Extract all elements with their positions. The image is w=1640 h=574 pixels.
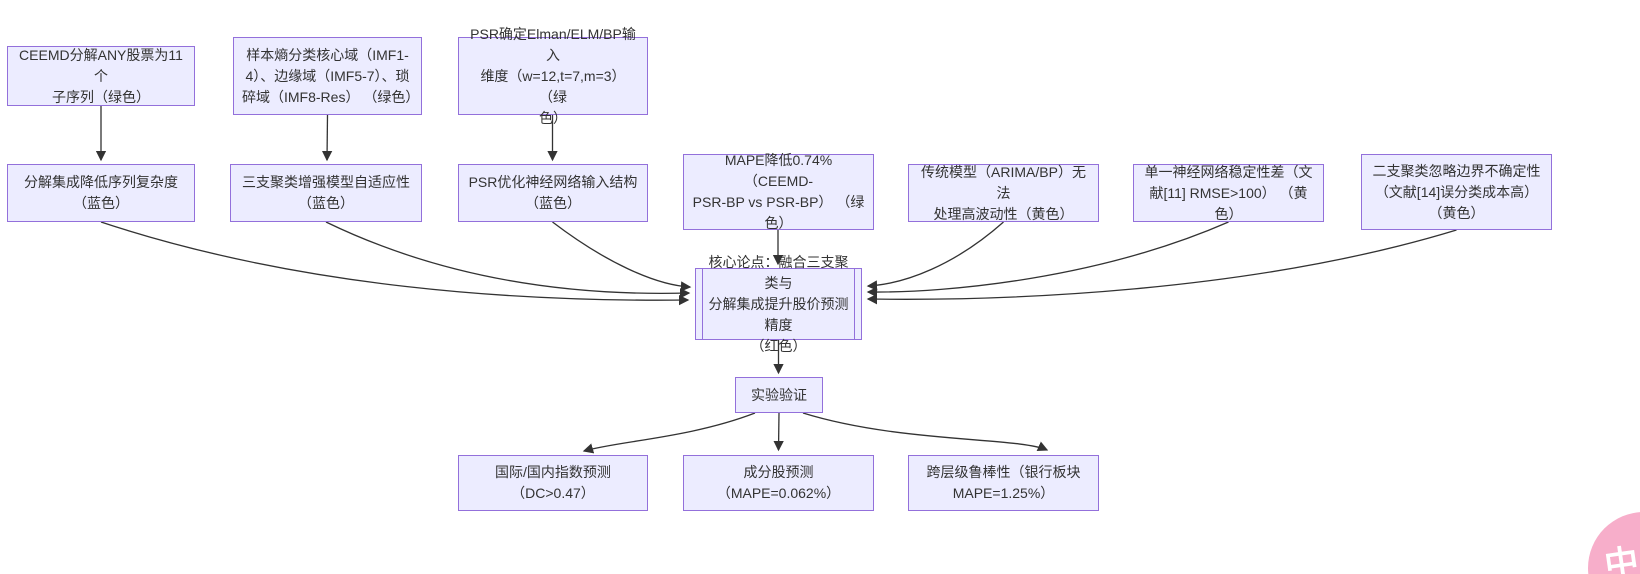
node-three-way-clustering: 三支聚类增强模型自适应性 （蓝色）: [230, 164, 422, 222]
edge-experiment-to-crosslevel: [802, 412, 1049, 452]
node-component-stock: 成分股预测 （MAPE=0.062%）: [683, 455, 874, 511]
edge-ensemble-to-core: [100, 221, 690, 306]
edge-clustering-to-core: [325, 221, 691, 299]
node-ceemd-decompose: CEEMD分解ANY股票为11个 子序列（绿色）: [7, 46, 195, 106]
edge-traditional-to-core: [866, 221, 1004, 291]
watermark-text: 中A: [1602, 538, 1640, 574]
node-psr-optimize: PSR优化神经网络输入结构 （蓝色）: [458, 164, 648, 222]
node-psr-dimension: PSR确定Elman/ELM/BP输入 维度（w=12,t=7,m=3） （绿 …: [458, 26, 648, 126]
node-experiment: 实验验证: [735, 377, 823, 413]
edge-twoway-to-core: [866, 229, 1457, 305]
edge-experiment-to-index: [582, 412, 756, 454]
node-index-prediction: 国际/国内指数预测 （DC>0.47）: [458, 455, 648, 511]
node-cross-level-robust: 跨层级鲁棒性（银行板块 MAPE=1.25%）: [908, 455, 1099, 511]
edge-experiment-to-component: [773, 412, 784, 452]
node-sample-entropy: 样本熵分类核心域（IMF1- 4）、边缘域（IMF5-7）、琐 碎域（IMF8-…: [233, 37, 422, 115]
node-traditional-models: 传统模型（ARIMA/BP）无法 处理高波动性（黄色）: [908, 164, 1099, 222]
node-single-nn: 单一神经网络稳定性差（文 献[11] RMSE>100） （黄色）: [1133, 164, 1324, 222]
edge-singlenn-to-core: [866, 221, 1229, 298]
node-mape-reduction: MAPE降低0.74%（CEEMD- PSR-BP vs PSR-BP） （绿 …: [683, 152, 874, 231]
node-decompose-ensemble: 分解集成降低序列复杂度 （蓝色）: [7, 164, 195, 222]
node-two-way-clustering: 二支聚类忽略边界不确定性 （文献[14]误分类成本高） （黄色）: [1361, 154, 1552, 230]
node-core-thesis: 核心论点：融合三支聚类与 分解集成提升股价预测精度 （红色）: [695, 254, 862, 354]
edge-psropt-to-core: [552, 221, 692, 292]
edge-entropy-to-clustering: [321, 114, 333, 162]
